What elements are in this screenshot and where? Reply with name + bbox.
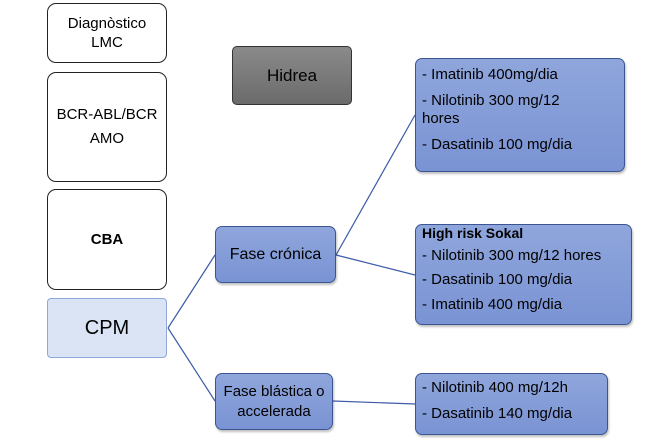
- connector-chronic-to-standard: [335, 114, 416, 256]
- high-risk-treatment-box: High risk Sokal - Nilotinib 300 mg/12 ho…: [415, 224, 632, 325]
- treatment-item: - Nilotinib 300 mg/12 hores: [422, 247, 602, 265]
- bcr-line1: BCR-ABL/BCR: [56, 106, 158, 123]
- connector-cpm-to-chronic: [167, 254, 216, 329]
- connector-cpm-to-blastic: [167, 327, 216, 402]
- diagnosis-line2: LMC: [91, 34, 123, 51]
- treatment-item: - Dasatinib 100 mg/dia: [422, 271, 573, 289]
- connector-chronic-to-highrisk: [335, 254, 416, 276]
- blastic-phase-box: Fase blástica o accelerada: [215, 373, 333, 430]
- cba-label: CBA: [90, 231, 124, 248]
- cba-box: CBA: [47, 189, 167, 290]
- cpm-box: CPM: [47, 298, 167, 358]
- chronic-phase-box: Fase crónica: [215, 226, 336, 283]
- connector-blastic-to-treatment: [332, 400, 416, 405]
- blastic-phase-line2: accelerada: [237, 402, 311, 420]
- cpm-label: CPM: [84, 316, 130, 339]
- bcr-abl-box: BCR-ABL/BCR AMO: [47, 72, 167, 182]
- treatment-item: - Dasatinib 100 mg/dia: [422, 135, 573, 153]
- treatment-item: - Dasatinib 140 mg/dia: [422, 405, 573, 423]
- bcr-line2: AMO: [89, 130, 125, 147]
- blastic-phase-line1: Fase blástica o: [223, 383, 325, 400]
- blastic-treatment-box: - Nilotinib 400 mg/12h - Dasatinib 140 m…: [415, 373, 608, 435]
- chronic-treatment-box: - Imatinib 400mg/dia - Nilotinib 300 mg/…: [415, 58, 625, 172]
- treatment-item: - Nilotinib 400 mg/12h: [422, 379, 568, 396]
- high-risk-title: High risk Sokal: [422, 225, 524, 241]
- treatment-item: hores: [422, 109, 460, 127]
- hidrea-box: Hidrea: [232, 46, 352, 105]
- diagnosis-line1: Diagnòstico: [67, 14, 147, 32]
- diagnosis-box: Diagnòstico LMC: [47, 3, 167, 63]
- chronic-phase-label: Fase crónica: [229, 245, 322, 263]
- hidrea-label: Hidrea: [266, 65, 318, 85]
- treatment-item: - Imatinib 400mg/dia: [422, 66, 558, 83]
- treatment-item: - Imatinib 400 mg/dia: [422, 295, 563, 313]
- treatment-item: - Nilotinib 300 mg/12: [422, 92, 560, 110]
